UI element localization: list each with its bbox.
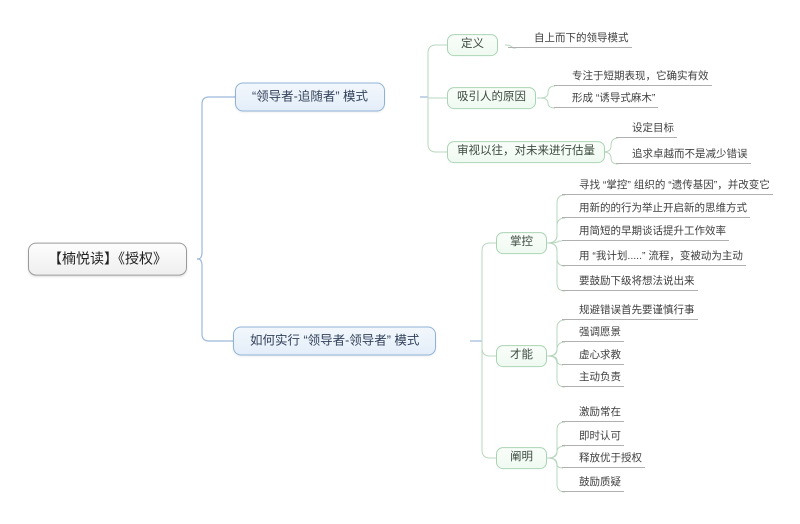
- leaf-topic[interactable]: 释放优于授权: [562, 451, 645, 468]
- leaf-topic[interactable]: 用新的的行为举止开启新的思维方式: [562, 201, 750, 218]
- leaf-topic[interactable]: 用简短的早期谈话提升工作效率: [562, 224, 729, 241]
- subtopic-review-estimate[interactable]: 审视以往，对未来进行估量: [447, 141, 605, 163]
- connector: [545, 457, 566, 493]
- connector: [481, 242, 496, 341]
- subtopic-attraction-reasons[interactable]: 吸引人的原因: [447, 87, 536, 109]
- leaf-topic[interactable]: 专注于短期表现，它确实有效: [554, 69, 712, 86]
- connector: [197, 96, 235, 260]
- leaf-topic[interactable]: 强调愿景: [562, 325, 624, 342]
- branch-topic-leader-follower[interactable]: “领导者-追随者” 模式: [235, 82, 385, 112]
- leaf-topic[interactable]: 自上而下的领导模式: [508, 31, 632, 48]
- leaf-topic[interactable]: 追求卓越而不是减少错误: [616, 147, 751, 164]
- leaf-topic[interactable]: 主动负责: [562, 370, 624, 387]
- connector: [545, 355, 566, 388]
- subtopic-competence[interactable]: 才能: [496, 345, 547, 367]
- leaf-topic[interactable]: 鼓励质疑: [562, 475, 624, 492]
- root-topic[interactable]: 【楠悦读】《授权》: [28, 242, 187, 276]
- subtopic-definition[interactable]: 定义: [447, 34, 498, 56]
- connector: [427, 97, 447, 153]
- leaf-topic[interactable]: 要鼓励下级将想法说出来: [562, 274, 698, 291]
- leaf-topic[interactable]: 形成 “诱导式麻木”: [554, 91, 659, 108]
- connector: [545, 242, 566, 292]
- leaf-topic[interactable]: 规避错误首先要谨慎行事: [562, 303, 698, 320]
- connector: [481, 341, 496, 357]
- leaf-topic[interactable]: 虚心求教: [562, 348, 624, 365]
- connector: [427, 44, 447, 97]
- leaf-topic[interactable]: 用 “我计划.....” 流程，变被动为主动: [562, 249, 746, 266]
- leaf-topic[interactable]: 即时认可: [562, 429, 624, 446]
- leaf-topic[interactable]: 设定目标: [616, 121, 677, 138]
- connector: [537, 97, 556, 109]
- connector: [600, 151, 619, 165]
- branch-topic-leader-leader[interactable]: 如何实行 “领导者-领导者” 模式: [233, 326, 437, 356]
- leaf-topic[interactable]: 寻找 “掌控” 组织的 “遗传基因”，并改变它: [562, 178, 773, 195]
- connector: [197, 258, 233, 342]
- connector: [537, 85, 556, 99]
- leaf-topic[interactable]: 激励常在: [562, 405, 624, 422]
- subtopic-control[interactable]: 掌控: [496, 232, 547, 254]
- connector: [481, 341, 496, 459]
- subtopic-clarity[interactable]: 阐明: [496, 447, 547, 469]
